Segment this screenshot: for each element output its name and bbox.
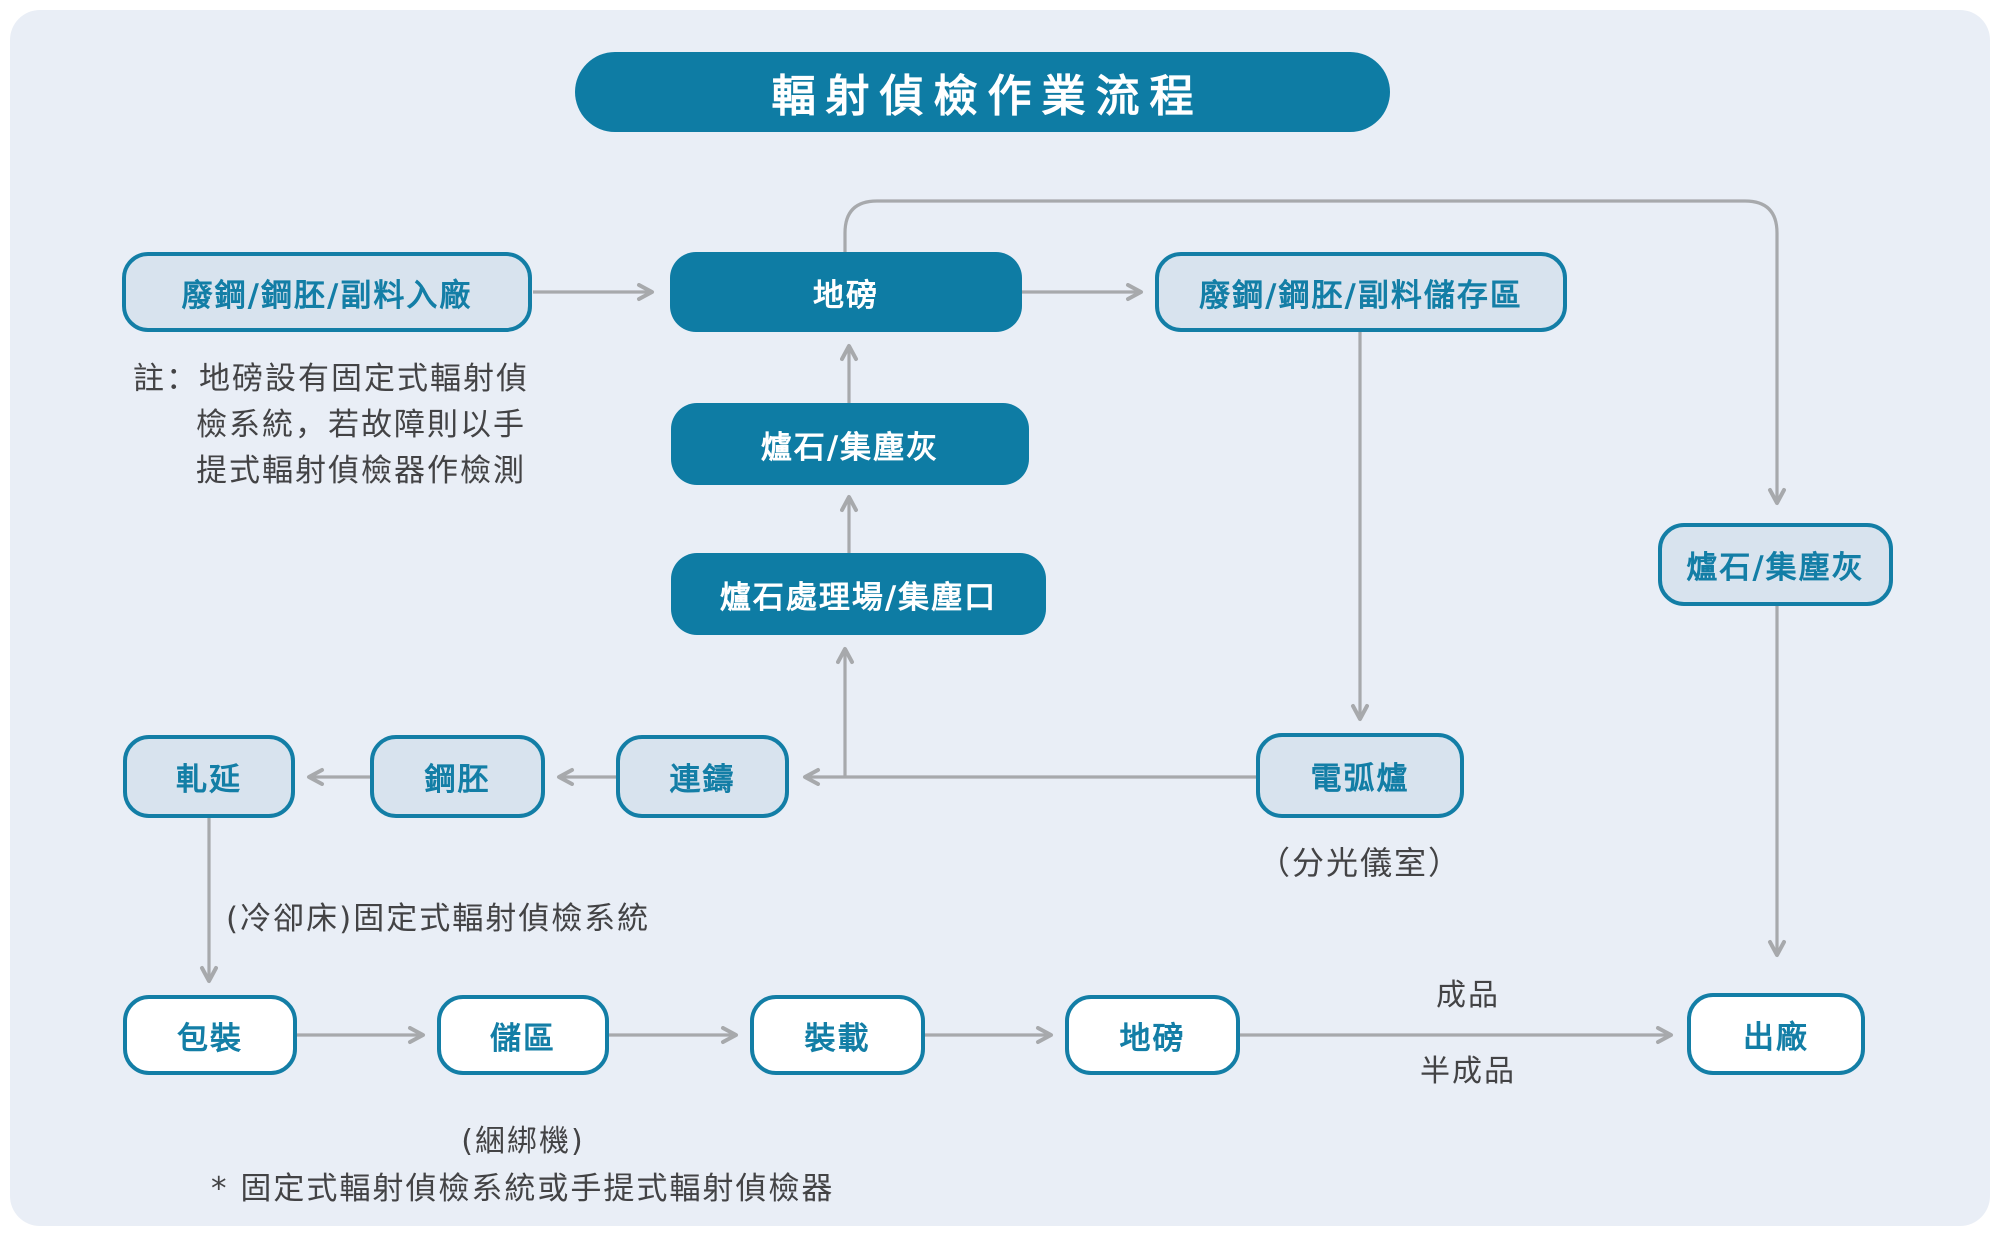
- note-line-1: 註：地磅設有固定式輻射偵: [133, 361, 529, 397]
- arrow-scale-top-to-slag-right: [843, 199, 1786, 505]
- page-title: 輻射偵檢作業流程: [575, 52, 1390, 132]
- node-slag-dust-right: 爐石/集塵灰: [1658, 523, 1893, 606]
- spectrometer-room-label: （分光儀室）: [1257, 844, 1462, 882]
- node-weighbridge-top: 地磅: [670, 252, 1022, 332]
- node-shipping-out: 出廠: [1687, 993, 1865, 1075]
- node-slag-dust-center: 爐石/集塵灰: [671, 403, 1029, 485]
- node-continuous-casting: 連鑄: [616, 735, 789, 818]
- node-electric-arc-furnace: 電弧爐: [1256, 733, 1464, 818]
- node-billet: 鋼胚: [370, 735, 545, 818]
- node-scrap-billet-material-entry: 廢鋼/鋼胚/副料入廠: [122, 252, 532, 332]
- cooling-bed-label: (冷卻床)固定式輻射偵檢系統: [226, 901, 651, 937]
- node-loading: 裝載: [750, 995, 925, 1075]
- node-scrap-billet-material-storage: 廢鋼/鋼胚/副料儲存區: [1155, 252, 1567, 332]
- note-line-3: 提式輻射偵檢器作檢測: [196, 453, 526, 489]
- semi-finished-goods-label: 半成品: [1420, 1054, 1516, 1089]
- node-packing: 包裝: [123, 995, 297, 1075]
- strapping-machine-label: (綑綁機): [461, 1124, 585, 1159]
- node-slag-plant-dust-outlet: 爐石處理場/集塵口: [671, 553, 1046, 635]
- footnote-label: * 固定式輻射偵檢系統或手提式輻射偵檢器: [211, 1171, 835, 1207]
- node-rolling: 軋延: [123, 735, 295, 818]
- node-weighbridge-bottom: 地磅: [1065, 995, 1240, 1075]
- note-line-2: 檢系統，若故障則以手: [196, 407, 526, 443]
- node-stock-area: 儲區: [437, 995, 609, 1075]
- finished-goods-label: 成品: [1436, 978, 1500, 1013]
- weighbridge-note: 註：地磅設有固定式輻射偵 檢系統，若故障則以手 提式輻射偵檢器作檢測: [133, 356, 529, 494]
